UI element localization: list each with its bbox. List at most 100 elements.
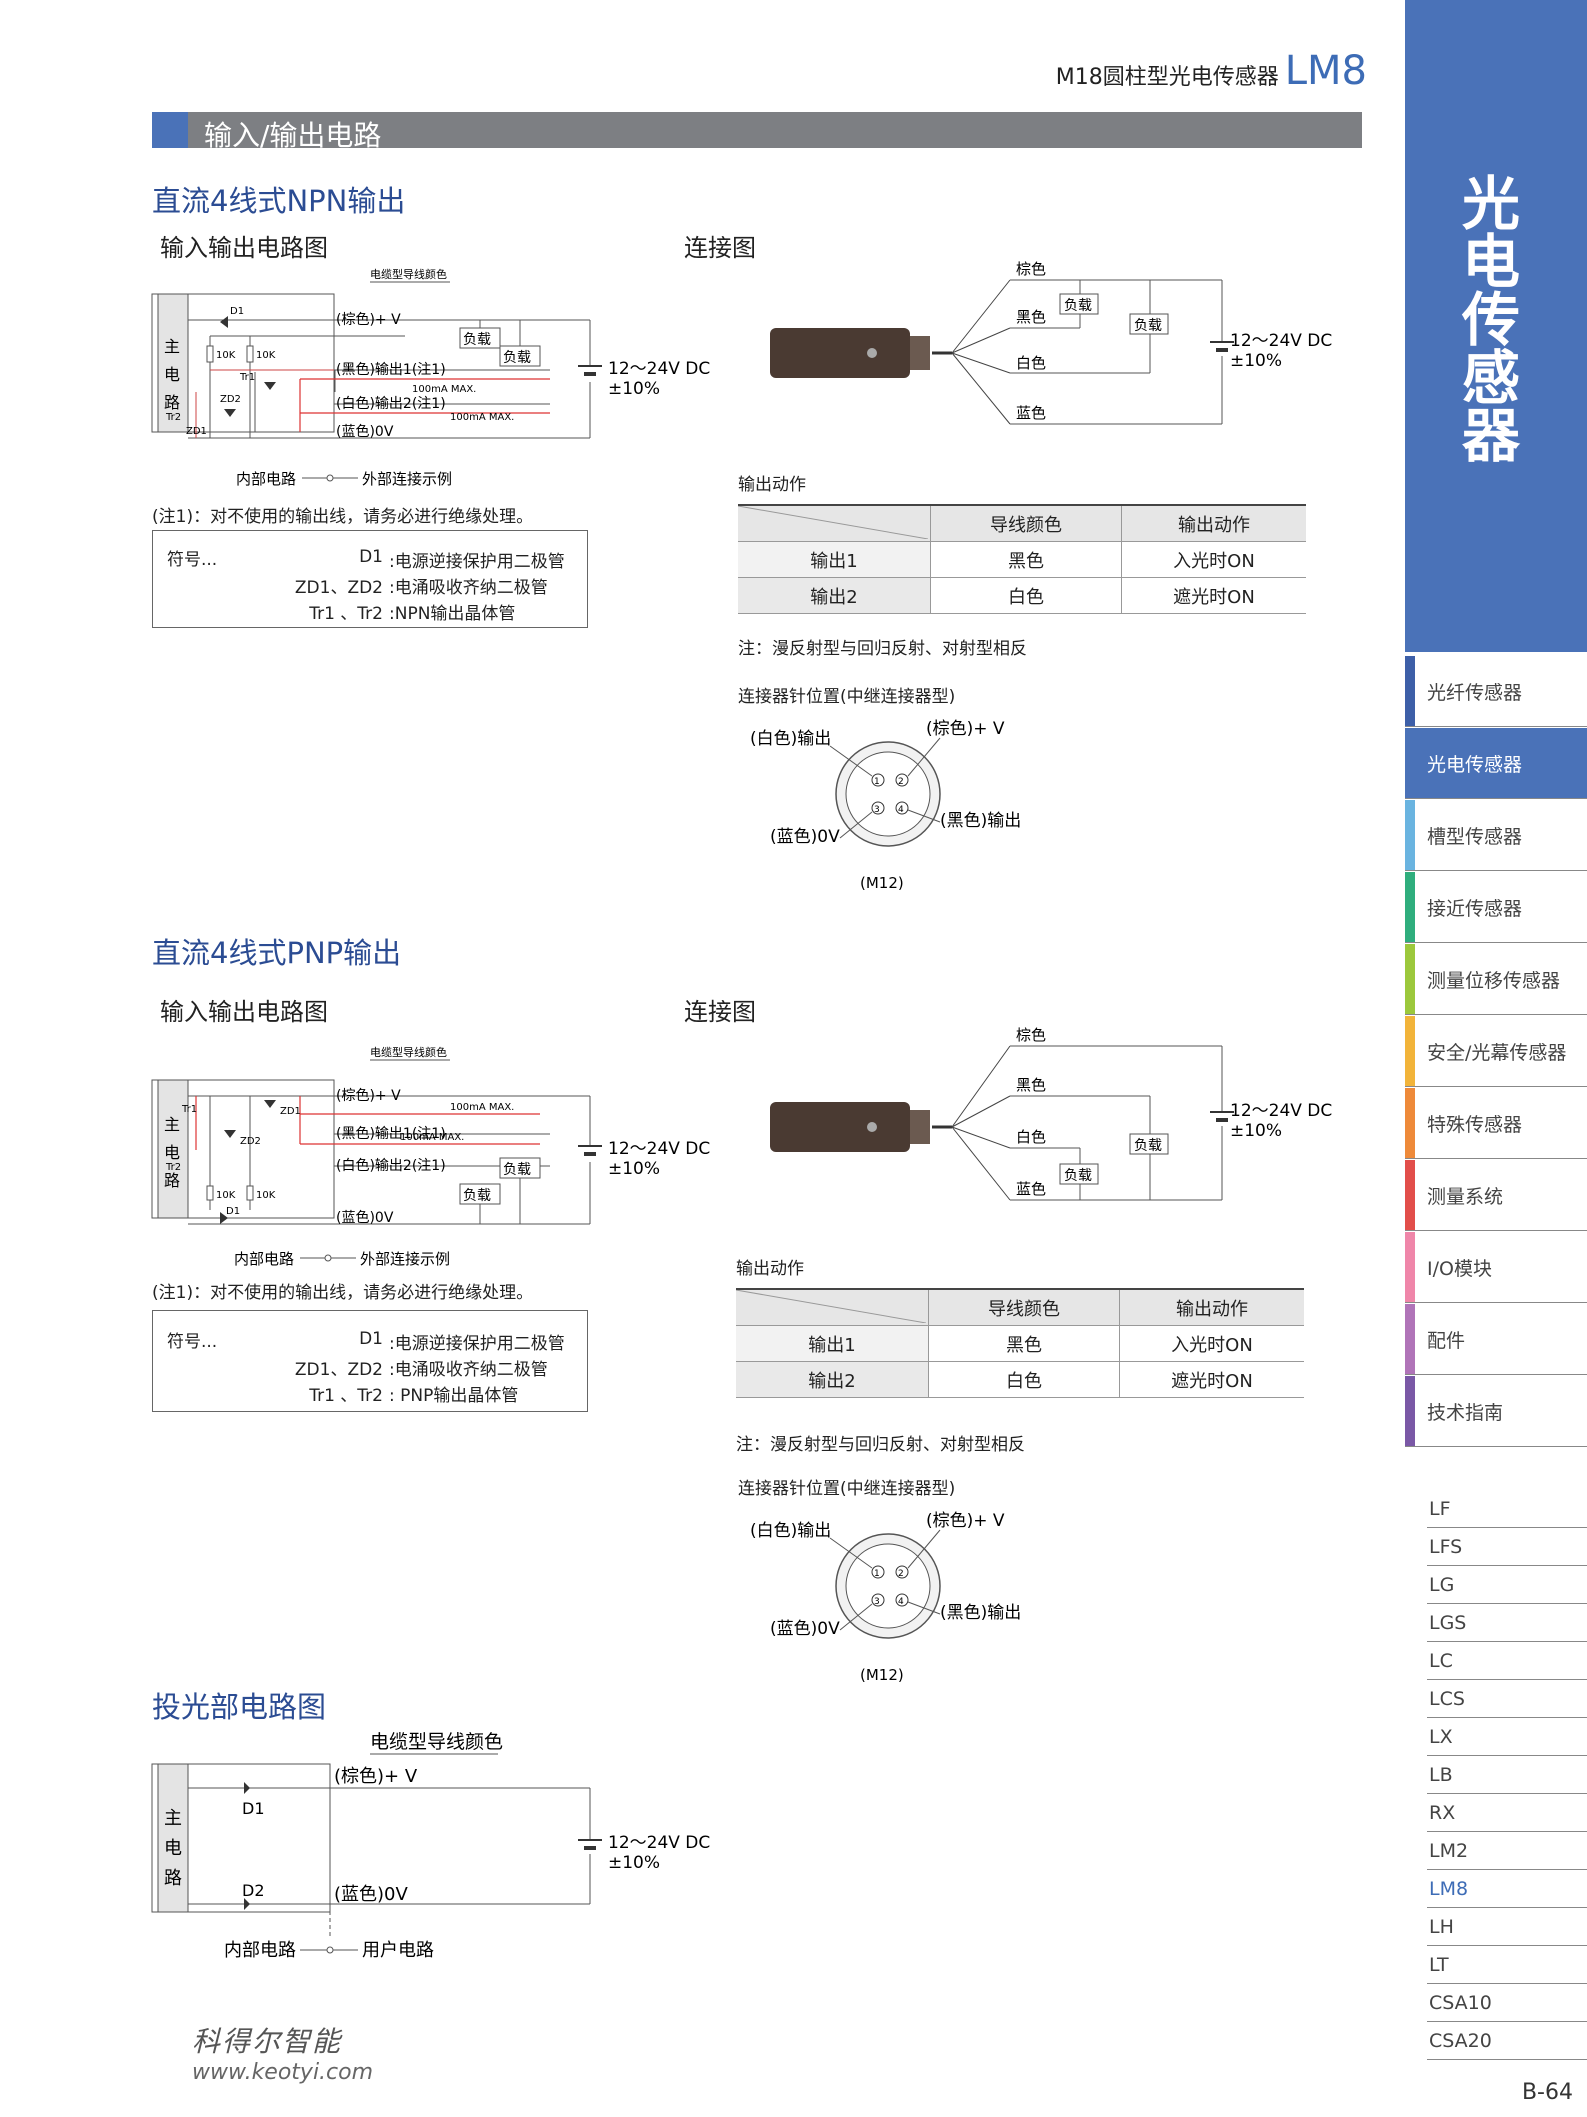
sidebar-item-label: 接近传感器 bbox=[1427, 898, 1523, 920]
main-circuit-char-1: 主 bbox=[164, 1115, 180, 1134]
pnp-circuit-label: 输入输出电路图 bbox=[160, 998, 328, 1026]
model-label: LB bbox=[1429, 1764, 1453, 1786]
pin-1: 1 bbox=[874, 1569, 880, 1579]
emitter-d2-label: D2 bbox=[242, 1881, 265, 1900]
table-cell: 输出1 bbox=[736, 1325, 929, 1362]
model-link-lm2[interactable]: LM2 bbox=[1427, 1832, 1587, 1870]
model-link-lfs[interactable]: LFS bbox=[1427, 1528, 1587, 1566]
sidebar-item-io-module[interactable]: I/O模块 bbox=[1405, 1232, 1587, 1303]
sensor-body bbox=[770, 328, 910, 378]
model-label: LF bbox=[1429, 1498, 1451, 1520]
wire-black: (黑色)输出1(注1) bbox=[336, 1125, 446, 1142]
wire-blue: (蓝色)0V bbox=[336, 423, 394, 440]
symbol-value: :电源逆接保护用二极管 bbox=[389, 1334, 565, 1354]
resistor-label-1: 10K bbox=[216, 350, 236, 361]
tr1-label: Tr1 bbox=[181, 1104, 197, 1115]
table-header-action: 输出动作 bbox=[1119, 1288, 1304, 1326]
pin-brown-label: (棕色)+ V bbox=[926, 1511, 1005, 1531]
model-link-lg[interactable]: LG bbox=[1427, 1566, 1587, 1604]
sidebar-item-technical-guide[interactable]: 技术指南 bbox=[1405, 1376, 1587, 1447]
category-color-bar bbox=[1405, 656, 1415, 726]
cable-color-note: 电缆型导线颜色 bbox=[370, 1731, 503, 1753]
conn-load-2: 负载 bbox=[1134, 318, 1162, 334]
sidebar-item-slot-sensor[interactable]: 槽型传感器 bbox=[1405, 800, 1587, 871]
table-cell: 输出1 bbox=[738, 541, 931, 578]
model-link-rx[interactable]: RX bbox=[1427, 1794, 1587, 1832]
model-link-lh[interactable]: LH bbox=[1427, 1908, 1587, 1946]
model-link-lc[interactable]: LC bbox=[1427, 1642, 1587, 1680]
pin-2: 2 bbox=[898, 777, 904, 787]
symbol-key: Tr1 、Tr2 bbox=[309, 604, 383, 624]
wire-brown: (棕色)+ V bbox=[336, 1087, 401, 1104]
category-color-bar bbox=[1405, 872, 1415, 942]
supply-tolerance: ±10% bbox=[608, 1159, 660, 1179]
wire-blue: (蓝色)0V bbox=[336, 1209, 394, 1226]
sidebar-title: 光 电 传 感 器 bbox=[1462, 175, 1532, 465]
model-label: LFS bbox=[1429, 1536, 1463, 1558]
model-link-csa10[interactable]: CSA10 bbox=[1427, 1984, 1587, 2022]
connector-type: (M12) bbox=[860, 1666, 904, 1684]
main-circuit-char-2: 电 bbox=[164, 1143, 180, 1162]
load-1: 负载 bbox=[503, 1162, 531, 1178]
zd1-label: ZD1 bbox=[186, 426, 207, 437]
load-2: 负载 bbox=[463, 1188, 491, 1204]
pin-4: 4 bbox=[898, 1597, 904, 1607]
pin-2: 2 bbox=[898, 1569, 904, 1579]
emitter-supply-tolerance: ±10% bbox=[608, 1853, 660, 1873]
pnp-current-2: 100mA MAX. bbox=[400, 1132, 464, 1143]
model-link-lcs[interactable]: LCS bbox=[1427, 1680, 1587, 1718]
model-link-lgs[interactable]: LGS bbox=[1427, 1604, 1587, 1642]
model-label: LT bbox=[1429, 1954, 1449, 1976]
sidebar-item-accessories[interactable]: 配件 bbox=[1405, 1304, 1587, 1375]
sidebar-item-label: 配件 bbox=[1427, 1330, 1466, 1352]
sidebar-item-safety-sensor[interactable]: 安全/光幕传感器 bbox=[1405, 1016, 1587, 1087]
resistor-label-1: 10K bbox=[216, 1190, 236, 1201]
watermark-name: 科得尔智能 bbox=[192, 2025, 343, 2058]
header-model: LM8 bbox=[1284, 48, 1367, 94]
category-color-bar bbox=[1405, 1016, 1415, 1086]
category-color-bar bbox=[1405, 944, 1415, 1014]
table-cell: 输出2 bbox=[738, 577, 931, 614]
symbol-key: D1 bbox=[359, 547, 383, 567]
sidebar-item-displacement-sensor[interactable]: 测量位移传感器 bbox=[1405, 944, 1587, 1015]
pin-blue-label: (蓝色)0V bbox=[770, 1619, 840, 1639]
table-cell: 白色 bbox=[928, 1361, 1120, 1398]
internal-circuit-label: 内部电路 bbox=[234, 1250, 294, 1268]
model-link-csa20[interactable]: CSA20 bbox=[1427, 2022, 1587, 2060]
symbol-value: :电源逆接保护用二极管 bbox=[389, 552, 565, 572]
watermark-url: www.keotyi.com bbox=[192, 2060, 374, 2085]
symbol-key: D1 bbox=[359, 1329, 383, 1349]
table-cell: 遮光时ON bbox=[1121, 577, 1306, 614]
table-cell: 白色 bbox=[930, 577, 1122, 614]
header-title-prefix: M18圆柱型光电传感器 bbox=[1055, 65, 1279, 90]
pin-black-label: (黑色)输出 bbox=[940, 1603, 1021, 1623]
model-link-lm8[interactable]: LM8 bbox=[1427, 1870, 1587, 1908]
model-link-lt[interactable]: LT bbox=[1427, 1946, 1587, 1984]
model-link-lx[interactable]: LX bbox=[1427, 1718, 1587, 1756]
npn-note1: (注1)：对不使用的输出线，请务必进行绝缘处理。 bbox=[152, 507, 534, 527]
model-link-lb[interactable]: LB bbox=[1427, 1756, 1587, 1794]
sidebar-item-proximity-sensor[interactable]: 接近传感器 bbox=[1405, 872, 1587, 943]
model-link-lf[interactable]: LF bbox=[1427, 1490, 1587, 1528]
d1-label: D1 bbox=[230, 306, 244, 317]
sidebar-item-label: 光纤传感器 bbox=[1427, 682, 1523, 704]
category-color-bar bbox=[1405, 728, 1415, 798]
conn-load-1: 负载 bbox=[1064, 298, 1092, 314]
sidebar-title-char: 传 bbox=[1462, 286, 1521, 354]
supply-voltage: 12～24V DC bbox=[608, 359, 710, 379]
table-header-row: 导线颜色 输出动作 bbox=[736, 1288, 1304, 1326]
sidebar-item-label: 特殊传感器 bbox=[1427, 1114, 1523, 1136]
symbols-head: 符号... bbox=[167, 550, 218, 570]
sidebar-item-measurement-system[interactable]: 测量系统 bbox=[1405, 1160, 1587, 1231]
pin-1: 1 bbox=[874, 777, 880, 787]
table-cell: 黑色 bbox=[928, 1325, 1120, 1362]
model-label: RX bbox=[1429, 1802, 1456, 1824]
table-header-color: 导线颜色 bbox=[928, 1288, 1120, 1326]
section-bar: 输入/输出电路 bbox=[152, 112, 1362, 152]
emitter-d1-label: D1 bbox=[242, 1799, 265, 1818]
sidebar-item-photoelectric-sensor[interactable]: 光电传感器 bbox=[1405, 728, 1587, 799]
resistor-label-2: 10K bbox=[256, 1190, 276, 1201]
sidebar-item-special-sensor[interactable]: 特殊传感器 bbox=[1405, 1088, 1587, 1159]
pnp-connector-pinout: 1 2 4 3 (白色)输出 (棕色)+ V (黑色)输出 (蓝色)0V (M1… bbox=[750, 1511, 1021, 1684]
sidebar-item-fiber-sensor[interactable]: 光纤传感器 bbox=[1405, 656, 1587, 727]
